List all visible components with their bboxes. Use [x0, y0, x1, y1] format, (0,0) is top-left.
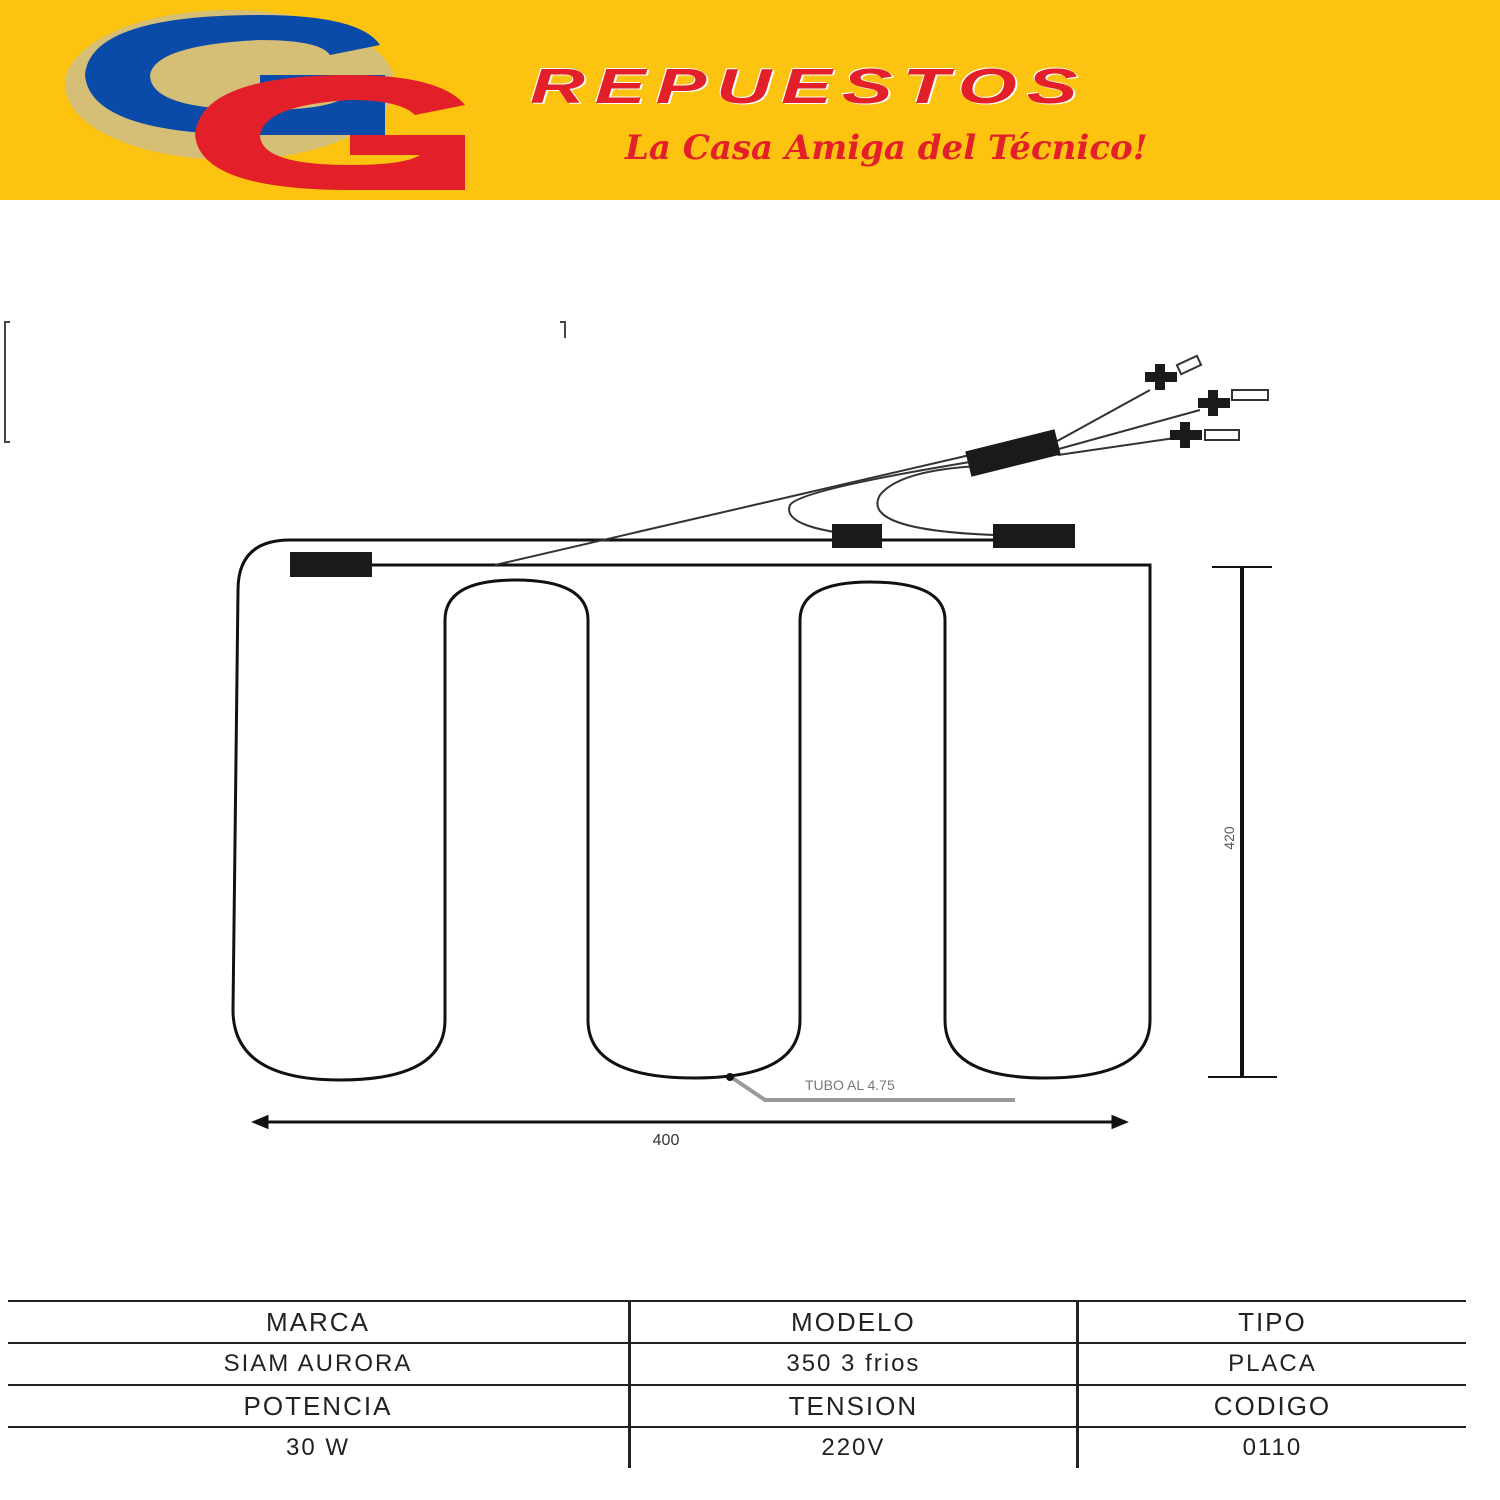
brand-tagline: La Casa Amiga del Técnico! [625, 128, 1148, 168]
marca-value: SIAM AURORA [8, 1342, 630, 1385]
tipo-header: TIPO [1075, 1300, 1466, 1343]
terminals [1175, 354, 1269, 441]
brand-header: REPUESTOS La Casa Amiga del Técnico! [0, 0, 1500, 200]
wires [494, 389, 1201, 566]
table-row: POTENCIA TENSION CODIGO [8, 1384, 1466, 1427]
potencia-header: POTENCIA [8, 1384, 630, 1427]
table-row: SIAM AURORA 350 3 frios PLACA [8, 1342, 1466, 1385]
tube-callout: TUBO AL 4.75 [726, 1073, 1015, 1102]
tipo-value: PLACA [1075, 1342, 1466, 1385]
width-dimension [251, 1114, 1129, 1130]
heater-tube [231, 538, 1152, 1082]
height-dimension [1208, 566, 1277, 1078]
spec-table: MARCA MODELO TIPO SIAM AURORA 350 3 frio… [8, 1300, 1466, 1468]
brand-name: REPUESTOS [530, 58, 1088, 114]
width-label: 400 [653, 1132, 680, 1149]
connectors [290, 364, 1230, 577]
modelo-value: 350 3 frios [627, 1342, 1078, 1385]
gg-logo [65, 10, 465, 190]
crop-marks [4, 321, 566, 443]
heater-plate-diagram: TUBO AL 4.75 400 420 [4, 321, 1277, 1149]
modelo-header: MODELO [627, 1300, 1078, 1343]
marca-header: MARCA [8, 1300, 630, 1343]
tube-label: TUBO AL 4.75 [805, 1077, 895, 1093]
height-label: 420 [1221, 826, 1237, 850]
table-row: MARCA MODELO TIPO [8, 1300, 1466, 1343]
tension-header: TENSION [627, 1384, 1078, 1427]
codigo-value: 0110 [1075, 1426, 1466, 1468]
potencia-value: 30 W [8, 1426, 630, 1468]
codigo-header: CODIGO [1075, 1384, 1466, 1427]
table-row: 30 W 220V 0110 [8, 1426, 1466, 1468]
tension-value: 220V [627, 1426, 1078, 1468]
